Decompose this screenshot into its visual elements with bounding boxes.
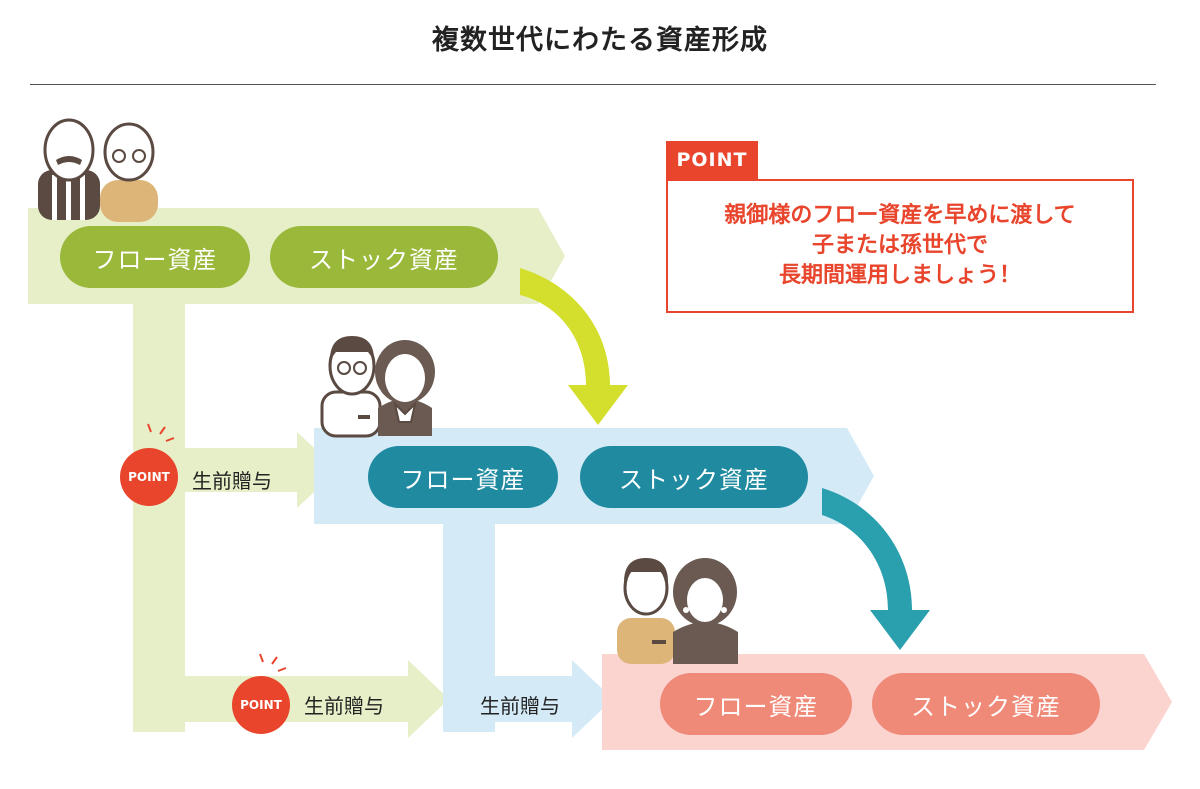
curved-arrow-gen2-to-gen3 bbox=[822, 488, 930, 650]
parents-icon bbox=[320, 336, 435, 438]
point-line-3: 長期間運用しましょう！ bbox=[778, 263, 1021, 288]
point-badge-gen1-to-gen2: POINT bbox=[120, 448, 178, 506]
point-badge-gen1-to-gen3: POINT bbox=[232, 676, 290, 734]
gen1-gift-arrow-to-gen2 bbox=[183, 432, 338, 508]
point-line-1: 親御様のフロー資産を早めに渡して bbox=[724, 203, 1076, 228]
gen2-trunk bbox=[443, 520, 495, 732]
gen3-flow-asset-pill: フロー資産 bbox=[660, 673, 852, 735]
sparkle-marks-1 bbox=[147, 423, 175, 442]
gift-label-gen1-to-gen2: 生前贈与 bbox=[192, 469, 272, 493]
gen1-trunk bbox=[133, 300, 185, 732]
title-divider bbox=[30, 84, 1156, 85]
point-line-2: 子または孫世代で bbox=[811, 233, 988, 258]
curved-arrow-gen1-to-gen2 bbox=[520, 268, 628, 425]
sparkle-marks-2 bbox=[259, 653, 287, 672]
gen3-stock-asset-pill: ストック資産 bbox=[872, 673, 1100, 735]
grandparents-icon bbox=[38, 118, 158, 222]
point-box: 親御様のフロー資産を早めに渡して 子または孫世代で 長期間運用しましょう！ bbox=[666, 179, 1134, 313]
gen2-gift-arrow-to-gen3 bbox=[493, 660, 613, 738]
page-title: 複数世代にわたる資産形成 bbox=[432, 25, 768, 56]
gen1-stock-asset-pill: ストック資産 bbox=[270, 226, 498, 288]
point-box-tab: POINT bbox=[666, 141, 758, 179]
gen2-stock-asset-pill: ストック資産 bbox=[580, 446, 808, 508]
gift-label-gen1-to-gen3: 生前贈与 bbox=[304, 694, 384, 718]
gen1-flow-asset-pill: フロー資産 bbox=[60, 226, 250, 288]
gen2-flow-asset-pill: フロー資産 bbox=[368, 446, 558, 508]
gift-label-gen2-to-gen3: 生前贈与 bbox=[480, 694, 560, 718]
young-couple-icon bbox=[617, 558, 738, 664]
